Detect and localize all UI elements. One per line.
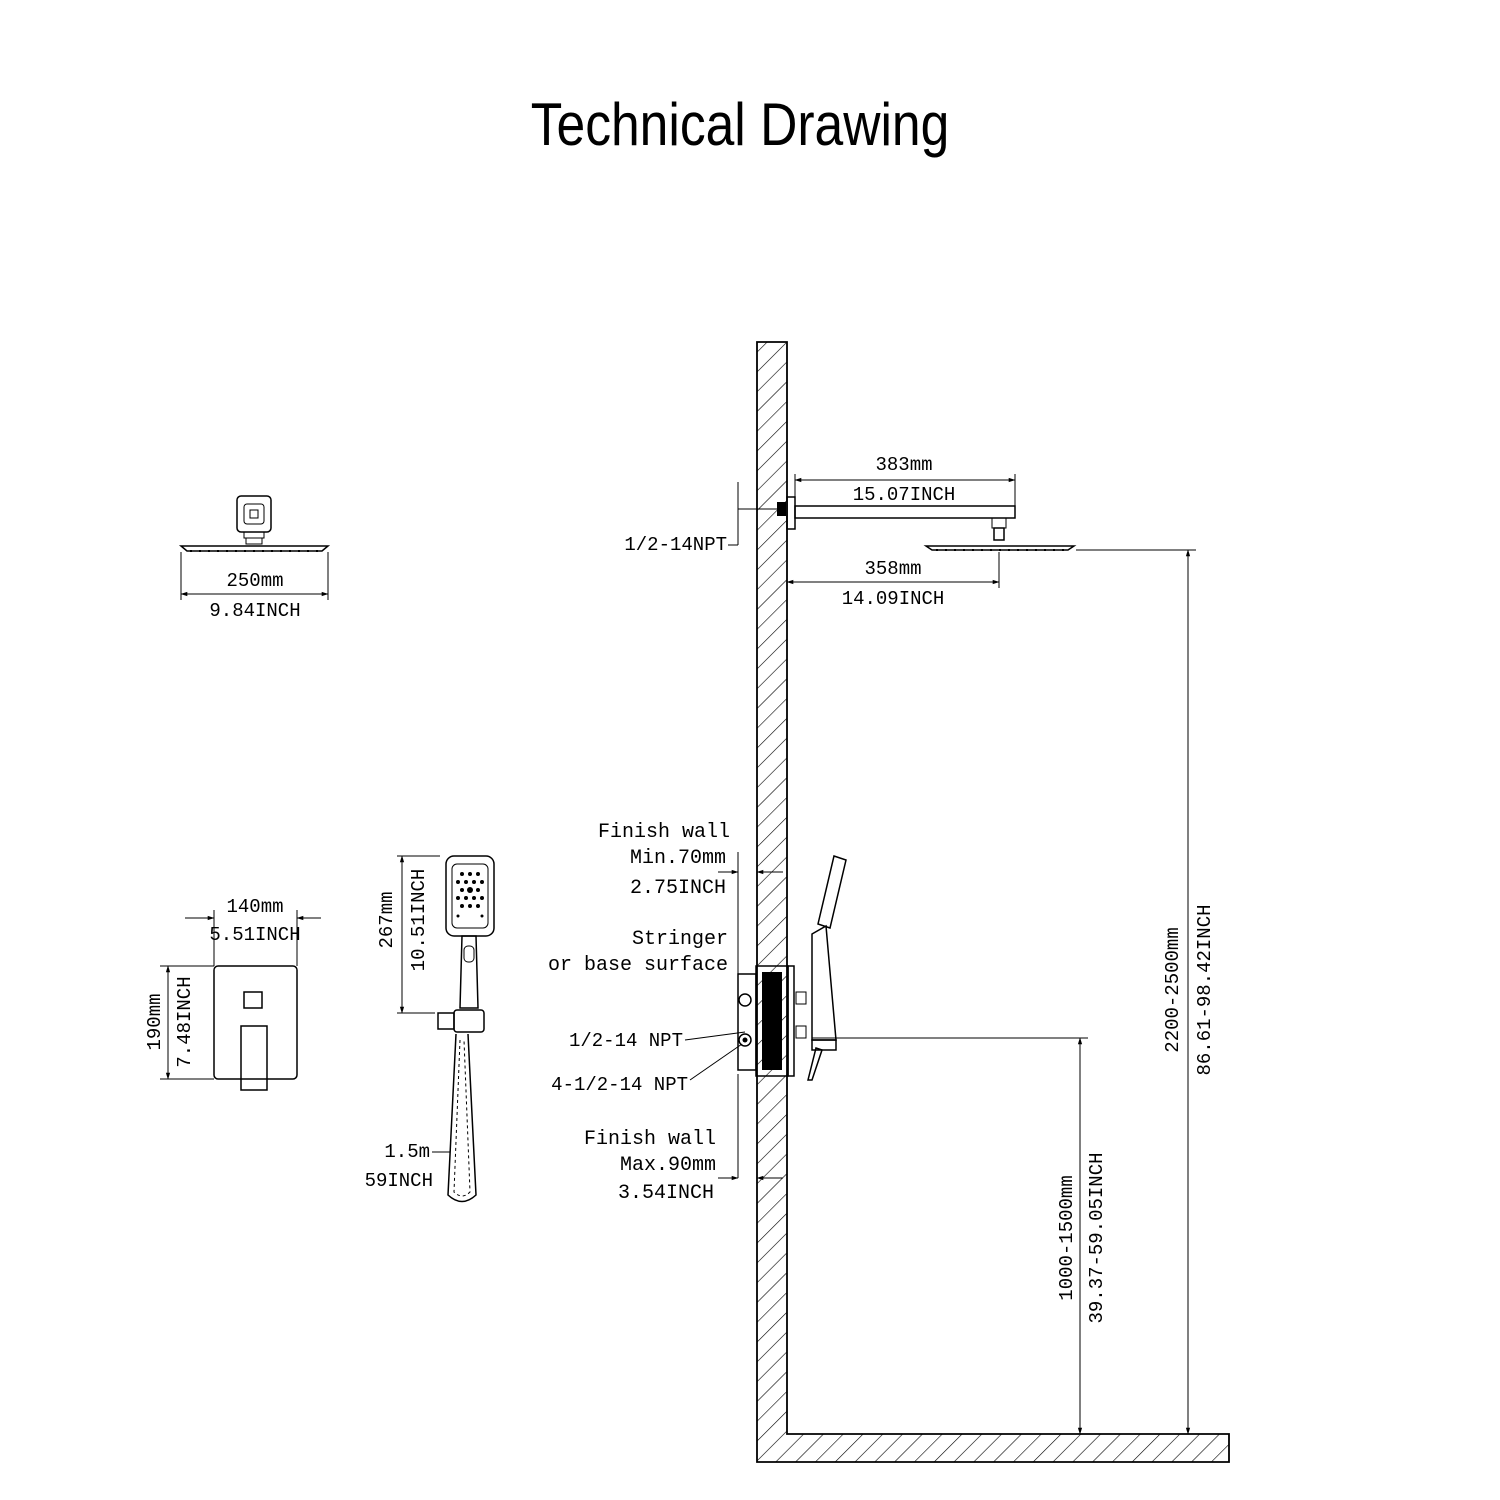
hand-shower-spray-icon <box>456 872 484 918</box>
head-height-mm: 2200-2500mm <box>1162 927 1184 1052</box>
hand-shower-length-inch: 10.51INCH <box>408 869 430 972</box>
trim-width-mm: 140mm <box>226 896 283 918</box>
head-offset-mm: 358mm <box>864 558 921 580</box>
valve-thread-b: 4-1/2-14 NPT <box>551 1074 688 1096</box>
rain-head-width-mm: 250mm <box>226 570 283 592</box>
trim-plate-detail: 140mm 5.51INCH 190mm 7.48INCH <box>144 896 321 1091</box>
arm-length-mm: 383mm <box>875 454 932 476</box>
valve-height-inch: 39.37-59.05INCH <box>1086 1152 1108 1323</box>
finish-wall-max-label: Finish wall <box>584 1128 716 1151</box>
stringer-label-line1: Stringer <box>632 928 728 951</box>
finish-wall-max-mm: Max.90mm <box>620 1154 716 1177</box>
finish-wall-min-inch: 2.75INCH <box>630 877 726 900</box>
hose-length-m: 1.5m <box>384 1141 430 1163</box>
hand-shower-length-mm: 267mm <box>376 891 398 948</box>
arm-length-inch: 15.07INCH <box>853 484 956 506</box>
valve-height-mm: 1000-1500mm <box>1056 1175 1078 1300</box>
wall-section <box>756 341 1230 1463</box>
rain-head-detail: 250mm 9.84INCH <box>178 495 331 622</box>
finish-wall-min-label: Finish wall <box>598 821 730 844</box>
trim-height-inch: 7.48INCH <box>174 976 196 1067</box>
trim-height-mm: 190mm <box>144 993 166 1050</box>
trim-width-inch: 5.51INCH <box>209 924 300 946</box>
stringer-label-line2: or base surface <box>548 954 728 977</box>
head-offset-inch: 14.09INCH <box>842 588 945 610</box>
valve-body <box>737 855 847 1081</box>
hose-length-inch: 59INCH <box>365 1170 433 1192</box>
arm-thread-label: 1/2-14NPT <box>624 534 727 556</box>
head-height-inch: 86.61-98.42INCH <box>1194 904 1216 1075</box>
hand-shower-detail: 267mm 10.51INCH 1.5m 59INCH <box>365 855 495 1203</box>
installation-section: 383mm 15.07INCH 358mm 14.09INCH 1/2-14NP… <box>548 341 1230 1463</box>
drawing-title: Technical Drawing <box>531 90 950 158</box>
finish-wall-max-inch: 3.54INCH <box>618 1182 714 1205</box>
valve-thread-a: 1/2-14 NPT <box>569 1030 683 1052</box>
finish-wall-min-mm: Min.70mm <box>630 847 726 870</box>
rain-head-width-inch: 9.84INCH <box>209 600 300 622</box>
